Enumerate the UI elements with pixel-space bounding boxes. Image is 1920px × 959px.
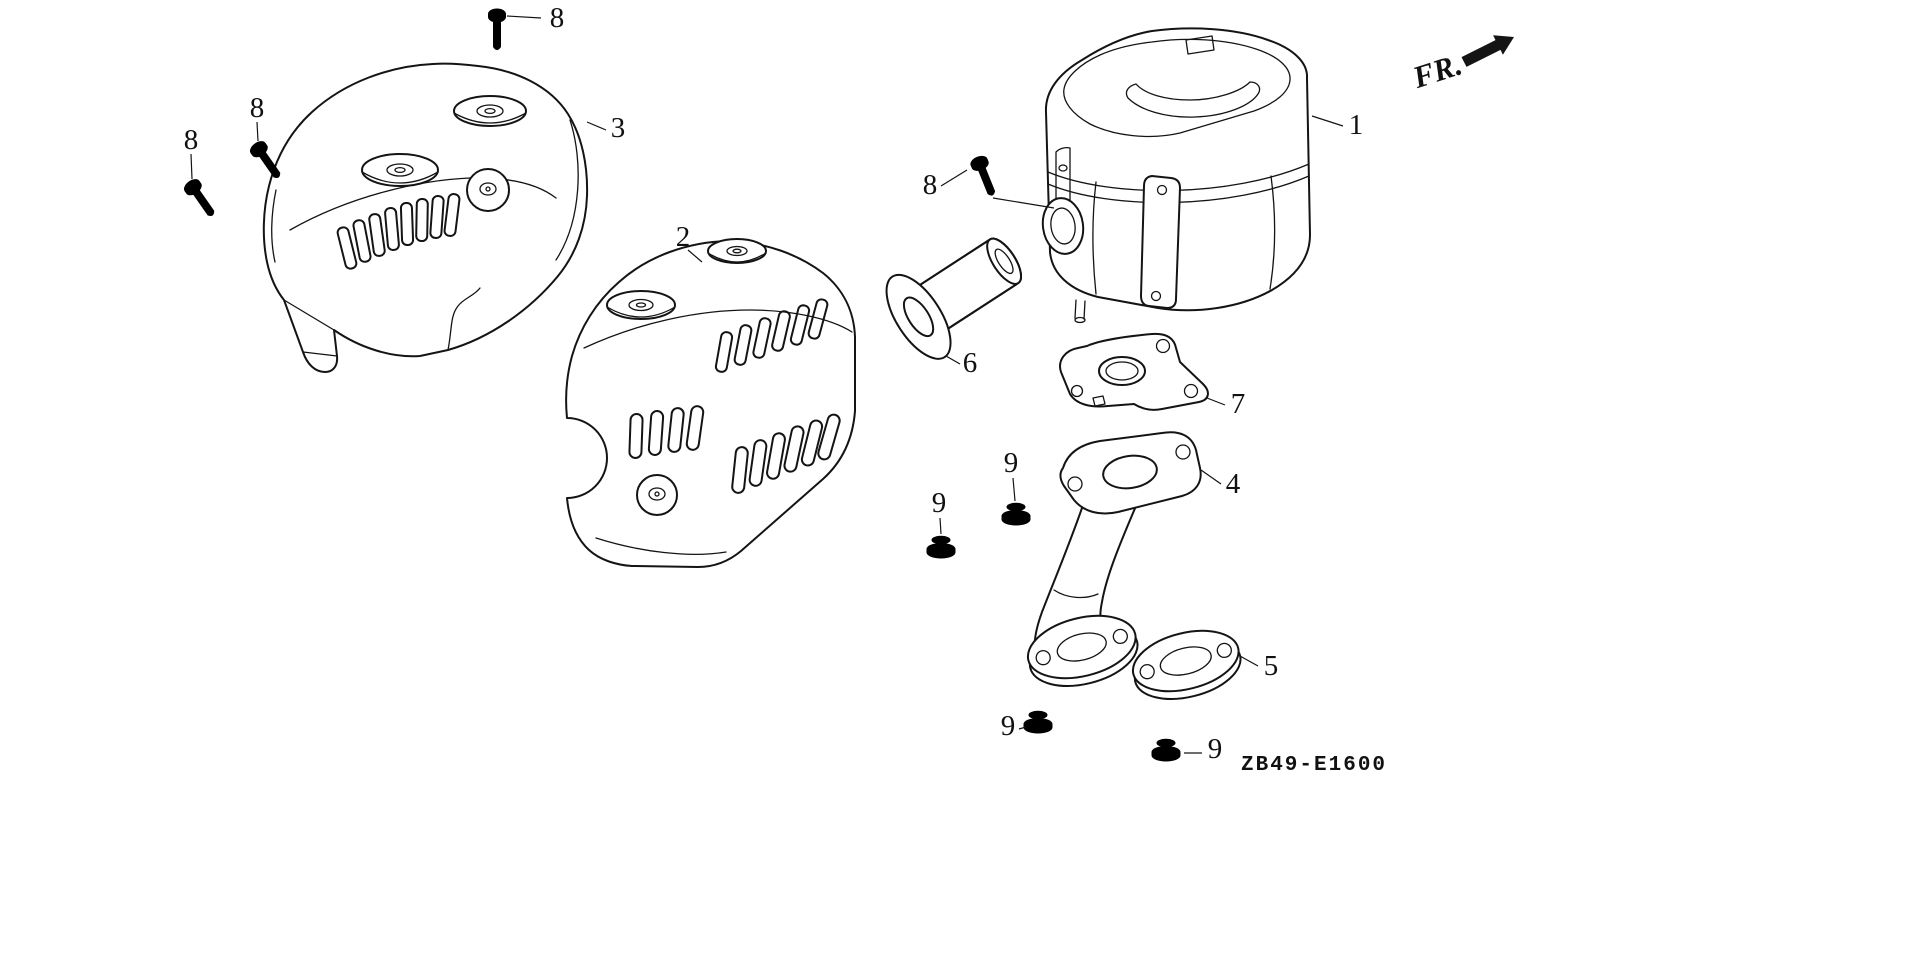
callout-5: 5	[1264, 650, 1279, 682]
callout-4: 4	[1226, 468, 1241, 500]
nut-mid-left	[926, 535, 956, 559]
callout-1: 1	[1349, 109, 1364, 141]
callout-8-muffler: 8	[923, 169, 938, 201]
callout-8-left-upper: 8	[250, 92, 265, 124]
part-6-exhaust-pipe-protector	[885, 237, 1022, 360]
part-4-exhaust-pipe	[1026, 431, 1202, 687]
diagram-code: ZB49-E1600	[1241, 754, 1387, 777]
callout-8-left-lower: 8	[184, 124, 199, 156]
part-2-louvers	[628, 298, 841, 494]
part-1-muffler	[1041, 27, 1311, 324]
screw-top	[488, 8, 506, 50]
nut-mid-right	[1001, 502, 1031, 526]
callout-2: 2	[676, 221, 691, 253]
screw-muffler	[968, 153, 1001, 199]
callout-6: 6	[963, 347, 978, 379]
callout-9-mid-right: 9	[1004, 447, 1019, 479]
callout-8-top: 8	[550, 2, 565, 34]
nut-bottom-right	[1151, 738, 1181, 762]
part-7-muffler-stay	[1059, 332, 1209, 411]
callout-labels: 1 2 3 4 5 6 7 8 8 8 8 9 9 9 9	[184, 2, 1364, 765]
part-3-louvers	[336, 193, 461, 270]
screw-left-lower	[181, 176, 221, 221]
callout-9-bottom-left: 9	[1001, 710, 1016, 742]
front-direction-indicator: FR.	[1408, 35, 1514, 95]
front-label: FR.	[1408, 46, 1466, 95]
front-arrow-icon	[1461, 35, 1514, 67]
callout-9-bottom-right: 9	[1208, 733, 1223, 765]
callout-7: 7	[1231, 388, 1246, 420]
nut-bottom-left	[1023, 710, 1053, 734]
leader-lines	[190, 15, 1344, 754]
callout-9-mid-left: 9	[932, 487, 947, 519]
part-3-muffler-protector-cover	[262, 62, 589, 373]
part-2-muffler-protector	[565, 238, 856, 568]
callout-3: 3	[611, 112, 626, 144]
part-5-exhaust-gasket	[1131, 629, 1242, 700]
